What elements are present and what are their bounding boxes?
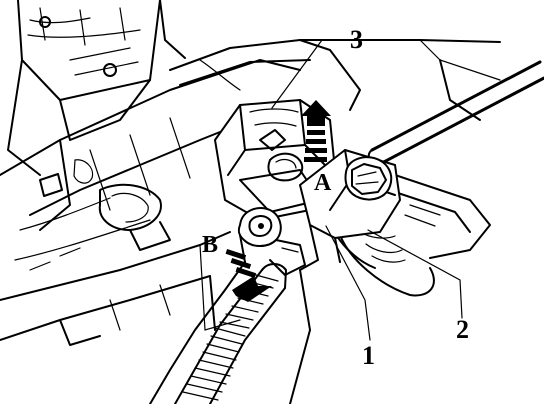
mounting-bracket: [7, 0, 186, 176]
upper-plate: [169, 39, 501, 121]
callout-3: 3: [350, 25, 363, 54]
arrow-a: [301, 100, 331, 162]
arrow-b: [225, 249, 272, 302]
callout-1: 1: [362, 341, 375, 370]
clamp-lever: [299, 149, 401, 271]
wiring-harness: [149, 234, 311, 404]
marker-b: B: [202, 232, 218, 258]
column-housing: [0, 59, 301, 346]
leader-lines: [271, 39, 463, 341]
marker-a: A: [314, 170, 332, 196]
callout-2: 2: [456, 315, 469, 344]
shaft: [367, 60, 544, 166]
clamp-plate: [329, 169, 491, 297]
